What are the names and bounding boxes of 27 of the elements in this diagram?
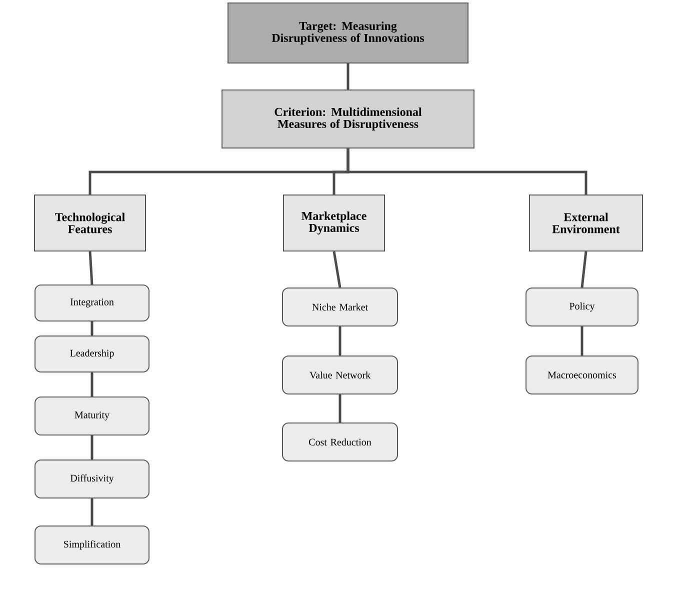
item-box: Niche Market bbox=[282, 288, 398, 326]
connector-line bbox=[338, 326, 342, 356]
connector-line bbox=[338, 394, 342, 422]
item-box: Diffusivity bbox=[34, 460, 150, 498]
connector-line bbox=[88, 251, 94, 285]
connector-line bbox=[346, 148, 588, 194]
connector-line bbox=[90, 436, 94, 460]
connector-line bbox=[580, 251, 588, 288]
item-box: Simplification bbox=[34, 526, 150, 564]
category-box: Technological Features bbox=[34, 194, 146, 252]
connector-line bbox=[580, 326, 584, 356]
connector-line bbox=[346, 64, 350, 90]
item-box: Value Network bbox=[282, 356, 398, 394]
item-box: Cost Reduction bbox=[282, 422, 398, 462]
goal-box: Target: Measuring Disruptiveness of Innovations bbox=[228, 2, 468, 64]
connector-line bbox=[90, 372, 94, 396]
connector-line bbox=[332, 251, 342, 288]
item-box: Policy bbox=[526, 288, 638, 326]
connector-line bbox=[90, 322, 94, 336]
item-box: Integration bbox=[34, 284, 150, 322]
category-box: External Environment bbox=[529, 194, 643, 252]
item-box: Leadership bbox=[34, 336, 150, 372]
criterion-box: Criterion: Multidimensional Measures of Disruptiveness bbox=[222, 90, 474, 148]
connector-line bbox=[90, 498, 94, 526]
category-box: Marketplace Dynamics bbox=[283, 194, 385, 252]
item-box: Maturity bbox=[34, 396, 150, 436]
item-box: Macroeconomics bbox=[526, 356, 638, 394]
